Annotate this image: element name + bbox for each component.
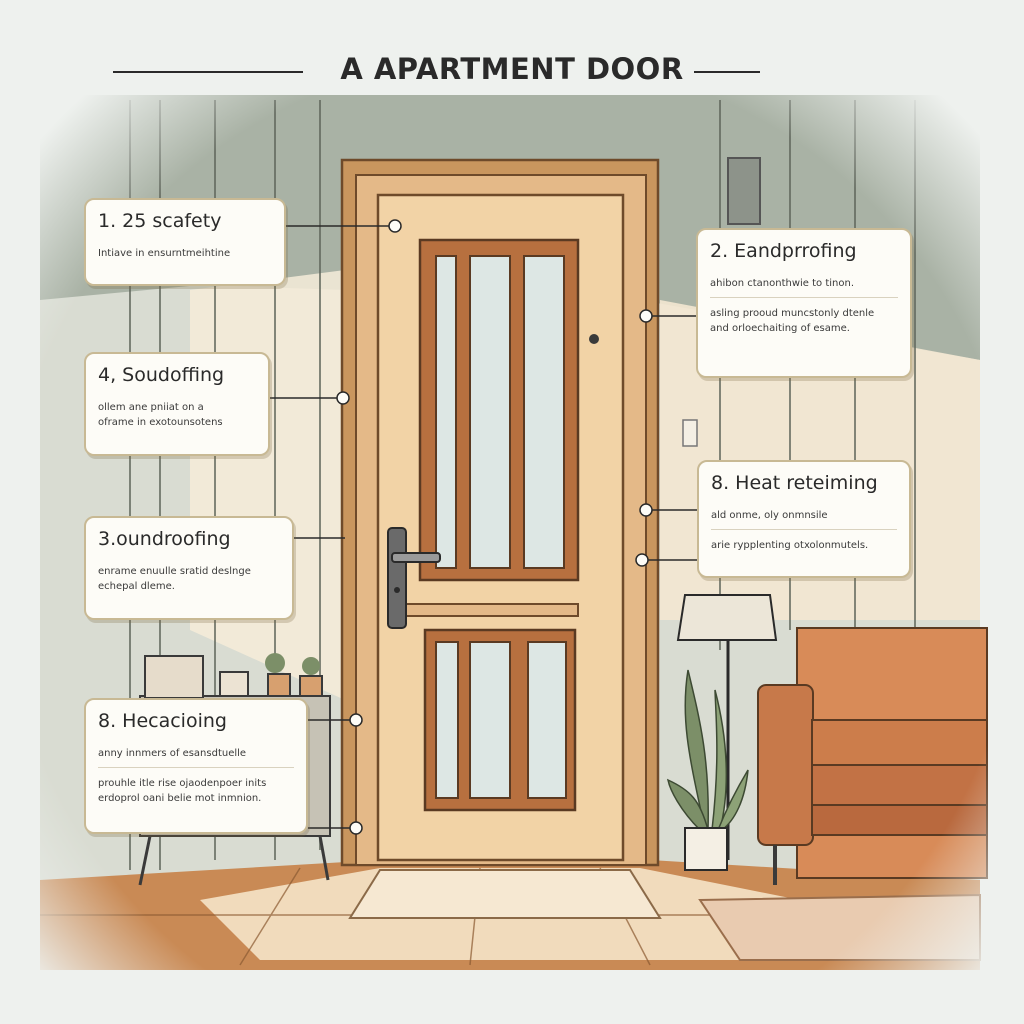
callout-heat-reteiming: 8. Heat reteiming ald onme, oly onmnsile…: [697, 460, 911, 578]
callout-text: ollem ane pniiat on a: [98, 402, 204, 413]
callout-eandprrofing: 2. Eandprrofing ahibon ctanonthwie to ti…: [696, 228, 912, 378]
callout-heading: 3.oundroofing: [98, 528, 231, 550]
callout-text: oframe in exotounsotens: [98, 417, 223, 428]
callout-soudoffing: 4, Soudoffing ollem ane pniiat on a ofra…: [84, 352, 270, 456]
callout-text: enrame enuulle sratid deslnge: [98, 566, 251, 577]
diagram-title: A APARTMENT DOOR: [340, 52, 684, 86]
callout-divider: [98, 767, 294, 768]
callout-heading: 2. Eandprrofing: [710, 240, 857, 262]
title-rule-right: [694, 71, 760, 73]
callout-heading: 4, Soudoffing: [98, 364, 225, 386]
callout-hecacioing: 8. Hecacioing anny innmers of esansdtuel…: [84, 698, 308, 834]
callout-text: erdoprol oani belie mot inmnion.: [98, 793, 262, 804]
callout-heading: 8. Hecacioing: [98, 710, 227, 732]
callout-divider: [711, 529, 897, 530]
callout-oundroofing: 3.oundroofing enrame enuulle sratid desl…: [84, 516, 294, 620]
callout-text: arie rypplenting otxolonmutels.: [711, 540, 869, 551]
callout-divider: [710, 297, 898, 298]
callout-text: Intiave in ensurntmeihtine: [98, 248, 231, 259]
callout-safety: 1. 25 scafety Intiave in ensurntmeihtine: [84, 198, 286, 286]
callout-text: echepal dleme.: [98, 581, 175, 592]
callout-heading: 1. 25 scafety: [98, 210, 222, 232]
callout-heading: 8. Heat reteiming: [711, 472, 878, 494]
callout-text: ald onme, oly onmnsile: [711, 510, 828, 521]
callout-text: asling prooud muncstonly dtenle: [710, 308, 875, 319]
callout-text: prouhle itle rise ojaodenpoer inits: [98, 778, 267, 789]
title-rule-left: [113, 71, 303, 73]
callout-text: ahibon ctanonthwie to tinon.: [710, 278, 855, 289]
callout-text: anny innmers of esansdtuelle: [98, 748, 247, 759]
callout-text: and orloechaiting of esame.: [710, 323, 850, 334]
